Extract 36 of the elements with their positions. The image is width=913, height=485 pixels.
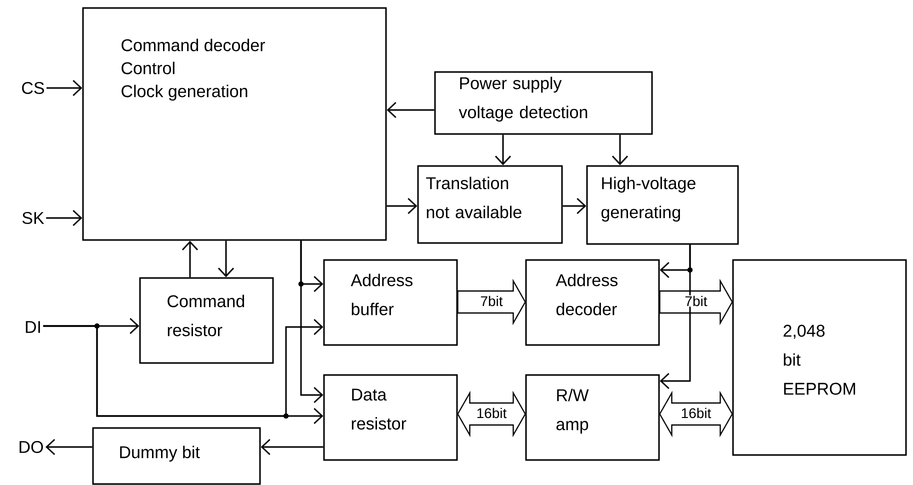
arrow (300, 240, 324, 404)
bus-arrow (659, 278, 733, 326)
arrow (218, 240, 234, 278)
arrow (260, 438, 324, 456)
signal-label: DI (26, 321, 40, 333)
edge-label: 16bit (476, 407, 508, 419)
arrow (660, 244, 691, 390)
arrow (46, 80, 82, 96)
edge-label: 16bit (680, 407, 712, 419)
edge-label: 7bit (684, 295, 708, 307)
block-box: High-voltage generating (586, 165, 739, 245)
block-box: Power supply voltage detection (434, 71, 653, 135)
block-box: Translation not available (417, 165, 563, 244)
block-box: Dummy bit (92, 427, 261, 485)
block-box: R/W amp (525, 374, 660, 461)
signal-label: DO (20, 440, 43, 454)
arrow (612, 134, 628, 166)
bus-arrow (457, 278, 526, 326)
signal-label: SK (22, 212, 44, 224)
arrow (386, 102, 434, 118)
block-box: Data resistor (323, 374, 458, 461)
block-box: Address buffer (323, 259, 458, 346)
arrow (182, 240, 198, 278)
block-box: 2,048 bit EEPROM (732, 259, 907, 456)
edge-label: 7bit (480, 295, 504, 307)
block-box: Address decoder (525, 259, 660, 346)
bus-arrow (659, 390, 733, 438)
arrow (46, 438, 92, 456)
block-box: Command resistor (139, 277, 274, 364)
arrow (46, 210, 82, 226)
arrow (386, 198, 418, 214)
arrow (562, 198, 586, 214)
bus-arrow (457, 390, 526, 438)
arrow (494, 134, 512, 166)
signal-label: CS (22, 82, 44, 94)
block-box: Command decoder Control Clock generation (82, 7, 387, 241)
